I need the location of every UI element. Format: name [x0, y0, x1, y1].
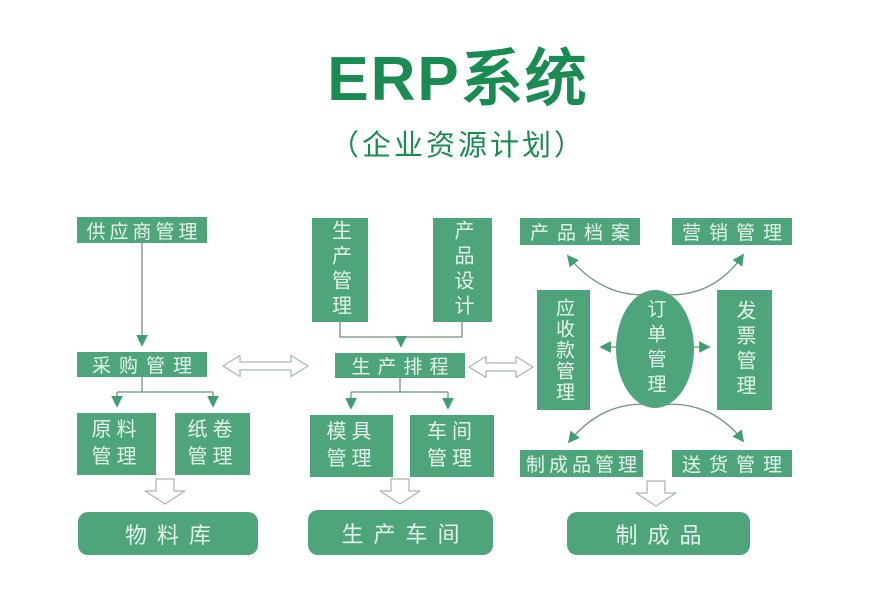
node-receivables-management: 应收款管理: [537, 290, 590, 410]
block-arrow-to-material-warehouse: [144, 478, 186, 505]
double-arrow-scheduling-receivables: [468, 355, 534, 379]
arrow-order-to-product-archive: [566, 254, 653, 296]
node-production-workshop: 生产车间: [308, 510, 493, 555]
node-product-design: 产品设计: [433, 218, 492, 322]
node-material-warehouse: 物料库: [78, 512, 258, 555]
node-finished-product: 制成品: [567, 512, 750, 555]
node-supplier-management: 供应商管理: [77, 217, 207, 243]
node-mold-management: 模具管理: [310, 415, 393, 477]
node-purchasing-management: 采购管理: [77, 352, 207, 377]
node-finished-product-management: 制成品管理: [520, 450, 643, 477]
page-title: ERP系统: [327, 45, 589, 114]
arrow-order-to-delivery: [659, 403, 745, 443]
node-production-management: 生产管理: [312, 218, 368, 322]
node-product-archive: 产品档案: [520, 218, 640, 245]
node-raw-material-management: 原料管理: [77, 413, 156, 475]
connector-purchasing-branch-rail: [117, 377, 213, 393]
connector-scheduling-branch-rail: [351, 378, 448, 393]
node-invoice-management: 发票管理: [717, 290, 772, 410]
block-arrow-to-production-workshop: [379, 478, 421, 505]
double-arrow-purchasing-scheduling: [222, 354, 309, 378]
node-delivery-management: 送货管理: [672, 450, 792, 477]
page-subtitle: （企业资源计划）: [329, 130, 587, 162]
block-arrow-to-finished-product: [635, 480, 677, 507]
connector-merge-rail: [339, 322, 463, 338]
arrow-order-to-marketing: [659, 253, 744, 296]
node-paper-roll-management: 纸卷管理: [175, 413, 250, 475]
node-workshop-management: 车间管理: [410, 415, 494, 477]
node-marketing-management: 营销管理: [672, 218, 792, 245]
node-production-scheduling: 生产排程: [335, 353, 465, 378]
node-order-management: 订单管理: [616, 290, 694, 408]
